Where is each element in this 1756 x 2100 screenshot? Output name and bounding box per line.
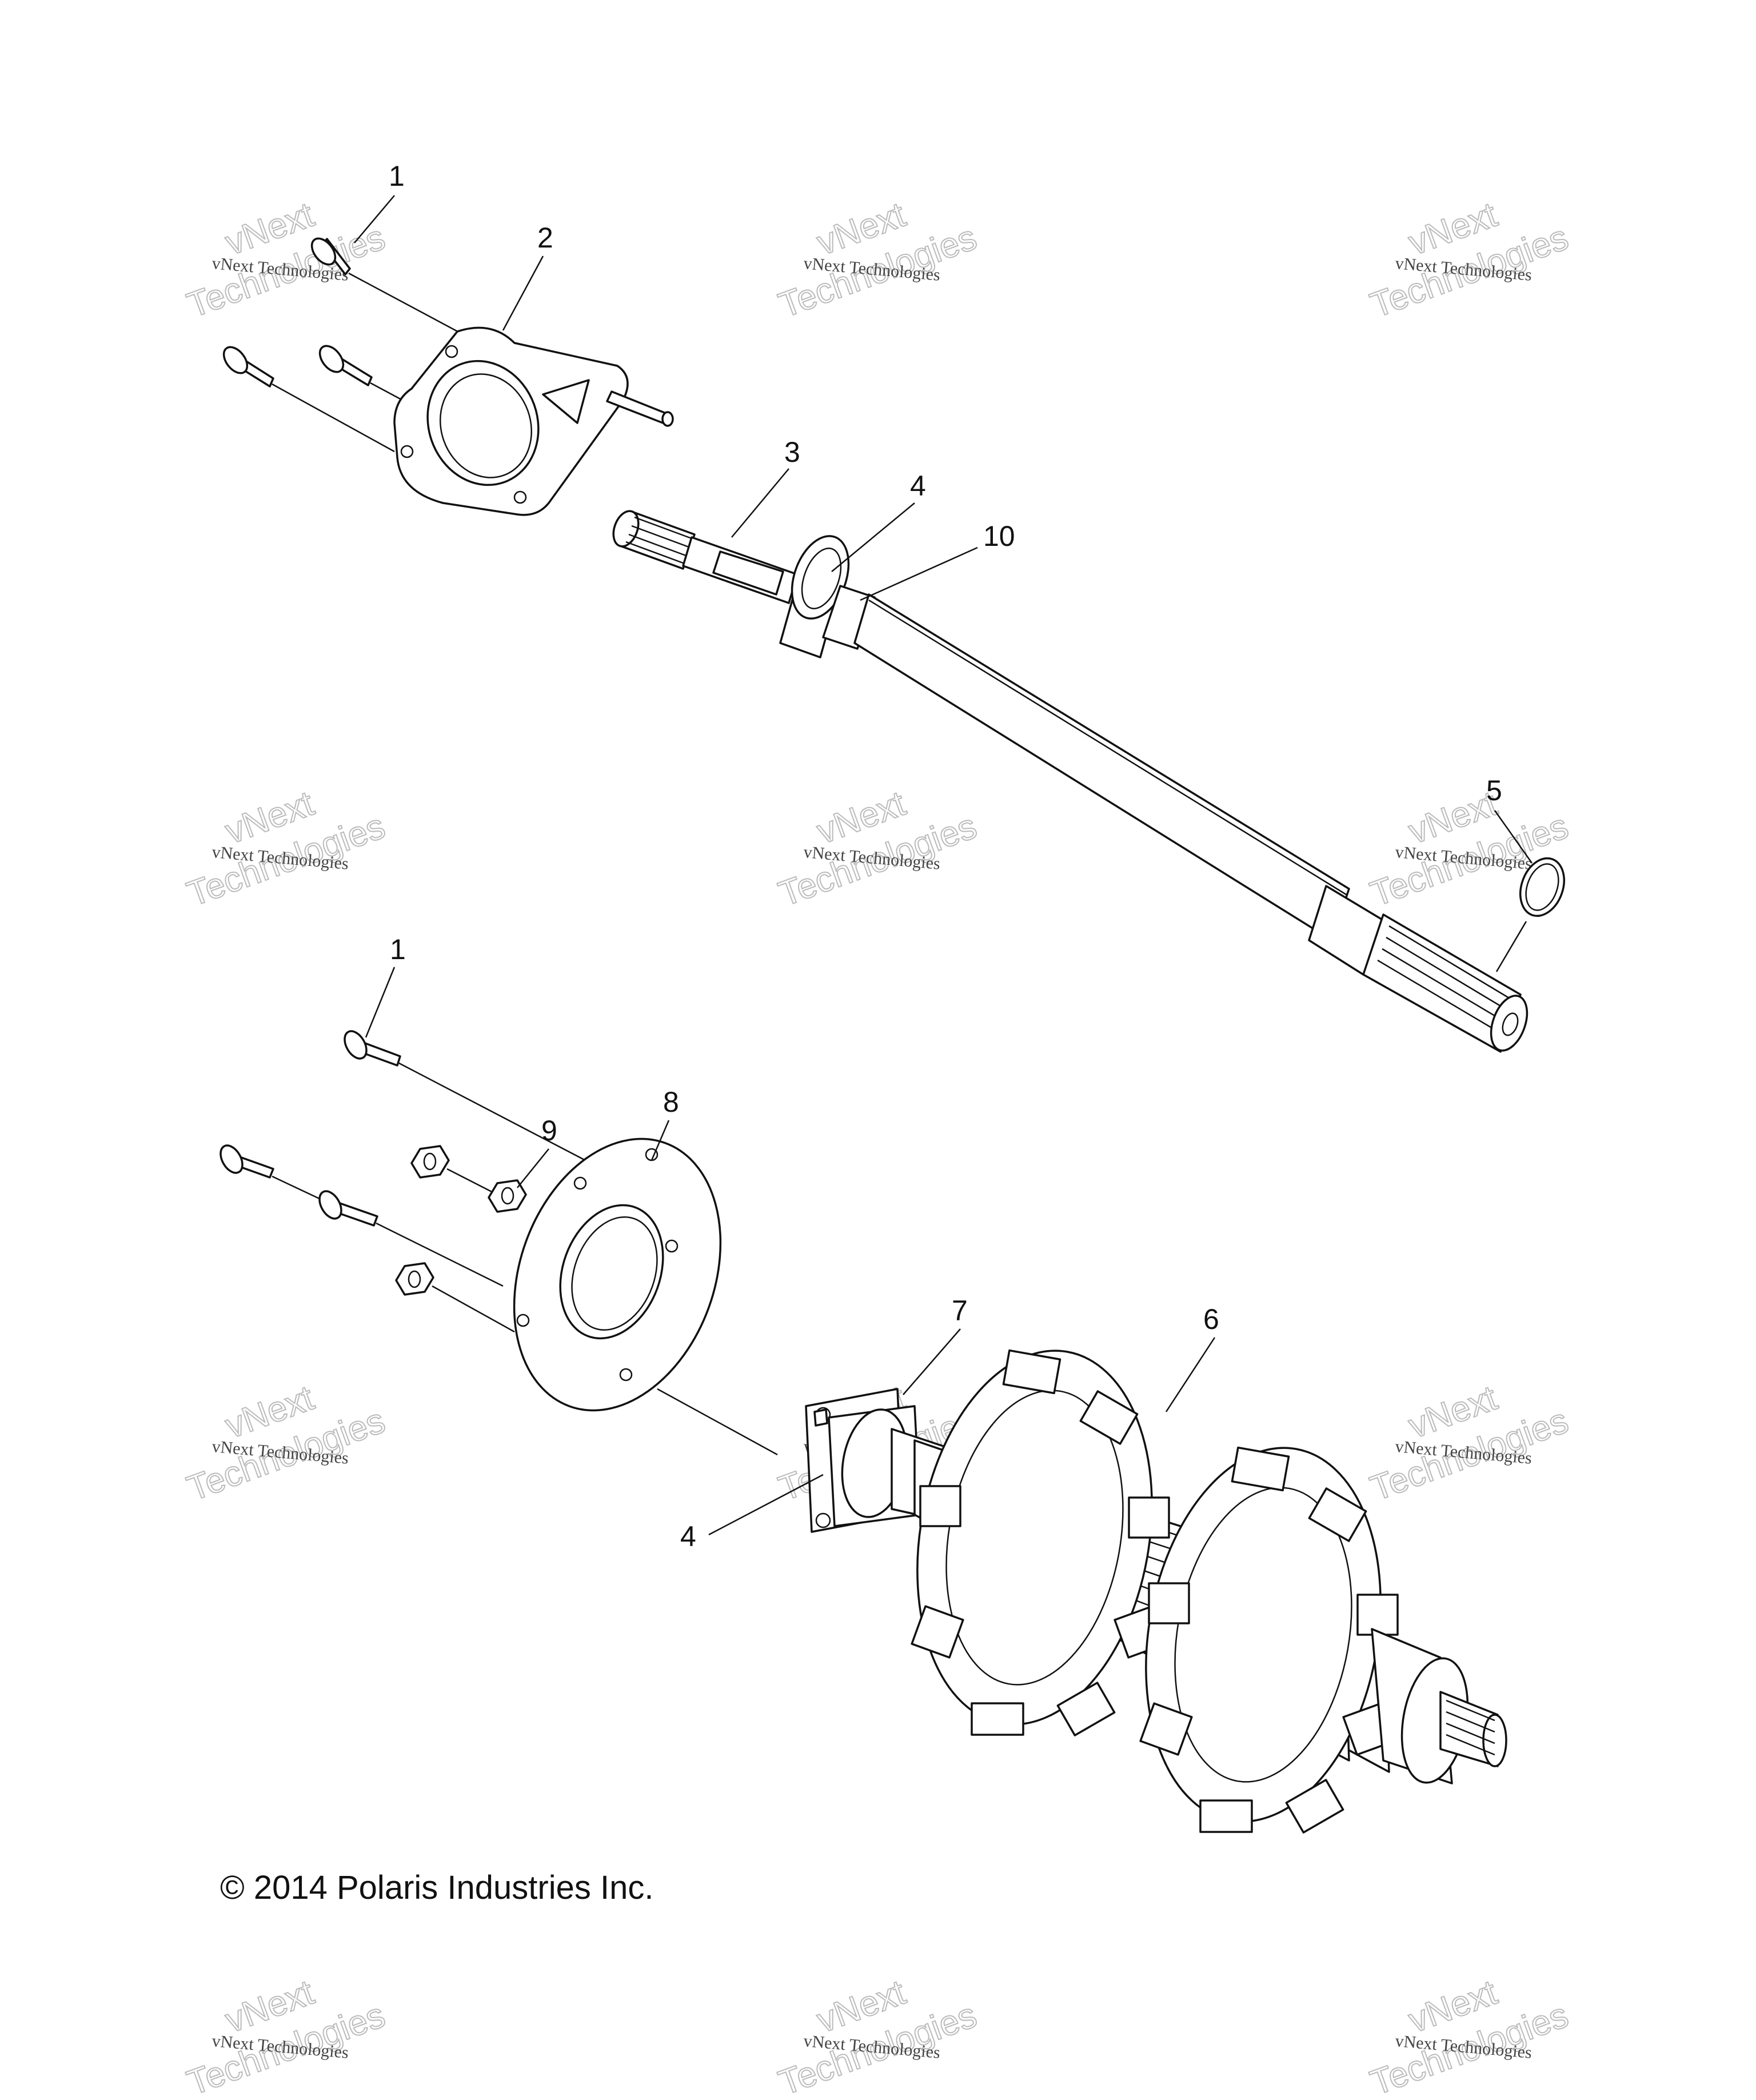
nut-lower <box>395 1262 434 1296</box>
callout-labels: 1 2 3 4 10 5 1 9 8 7 6 4 <box>389 160 1502 1552</box>
watermark: vNext Technologies vNext Technologies <box>1365 1378 1574 1509</box>
upper-bolts <box>222 237 464 453</box>
drive-shaft-part-3 <box>612 510 1528 1053</box>
callout-leaders <box>354 195 1533 1536</box>
bearing-plate-part-8 <box>513 1137 778 1456</box>
drive-sprocket-part-6-rear <box>1139 1446 1399 1834</box>
watermark: vNext Technologies vNext Technologies <box>1365 1972 1574 2100</box>
bearing-part-4-upper <box>779 535 850 658</box>
callout-10: 10 <box>983 520 1015 552</box>
watermark: vNext Technologies vNext Technologies <box>182 783 391 915</box>
watermark: vNext Technologies vNext Technologies <box>182 1972 391 2100</box>
bolt-lower-middle <box>318 1190 378 1227</box>
callout-4-lower: 4 <box>680 1520 696 1552</box>
bolt-part-1-upper <box>310 237 351 276</box>
callout-6: 6 <box>1203 1303 1219 1335</box>
watermark: vNext Technologies vNext Technologies <box>182 1378 391 1509</box>
callout-1-upper: 1 <box>389 160 405 192</box>
watermark: vNext Technologies vNext Technologies <box>182 194 391 326</box>
callout-5: 5 <box>1486 774 1502 807</box>
callout-4-upper: 4 <box>910 470 926 502</box>
watermark: vNext Technologies vNext Technologies <box>773 194 983 326</box>
bolt-upper-middle <box>318 345 373 386</box>
bolt-upper-left <box>222 346 274 388</box>
callout-7: 7 <box>952 1295 968 1327</box>
callout-1-lower: 1 <box>390 933 406 965</box>
track-drive-assembly <box>805 1349 1507 1834</box>
nut-upper <box>410 1145 450 1179</box>
bolt-part-1-lower <box>344 1030 401 1067</box>
lower-bolts-and-nuts <box>220 1030 641 1333</box>
callout-3: 3 <box>784 436 800 468</box>
watermark: vNext Technologies vNext Technologies <box>773 1972 983 2100</box>
nut-part-9 <box>488 1179 527 1213</box>
callout-2: 2 <box>537 222 553 254</box>
callout-8: 8 <box>663 1086 679 1118</box>
drive-sprocket-part-6-front <box>911 1349 1170 1736</box>
watermark: vNext Technologies vNext Technologies <box>1365 194 1574 326</box>
watermark: vNext Technologies vNext Technologies <box>773 783 983 915</box>
callout-9: 9 <box>541 1115 557 1147</box>
snap-ring-part-5 <box>1495 857 1565 972</box>
bearing-flange-part-2 <box>393 326 674 516</box>
copyright-notice: © 2014 Polaris Industries Inc. <box>220 1869 653 1906</box>
bolt-lower-left <box>220 1144 274 1179</box>
watermarks: vNext Technologies vNext Technologies vN… <box>182 194 1574 2100</box>
